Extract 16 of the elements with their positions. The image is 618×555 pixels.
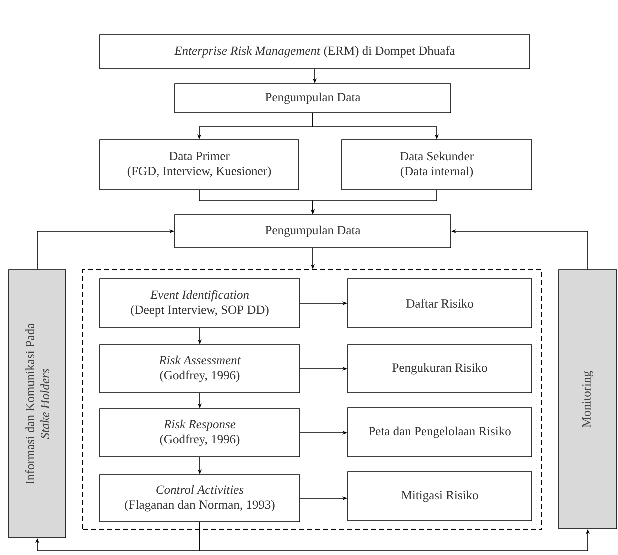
process-box: Risk Response (Godfrey, 1996) [100, 408, 300, 458]
process-box: Mitigasi Risiko [348, 472, 532, 522]
process-box: Daftar Risiko [348, 278, 532, 328]
dashed-group-box [82, 270, 542, 530]
process-box: Pengumpulan Data [174, 84, 452, 114]
process-box: Pengumpulan Data [174, 214, 452, 248]
side-panel: Informasi dan Komunikasi Pada Stake Holders [8, 270, 66, 538]
process-box: Pengukuran Risiko [348, 344, 532, 394]
process-box: Peta dan Pengelolaan Risiko [348, 408, 532, 458]
process-box: Control Activities (Flaganan dan Norman, 1993) [100, 474, 300, 522]
process-box: Data Sekunder (Data internal) [342, 140, 532, 190]
side-panel: Monitoring [558, 270, 618, 530]
process-box: Data Primer (FGD, Interview, Kuesioner) [100, 140, 300, 190]
process-box: Enterprise Risk Management (ERM) di Dompet Dhuafa [100, 34, 530, 70]
process-box: Event Identification (Deept Interview, SOP DD) [100, 278, 300, 328]
process-box: Risk Assessment (Godfrey, 1996) [100, 344, 300, 394]
